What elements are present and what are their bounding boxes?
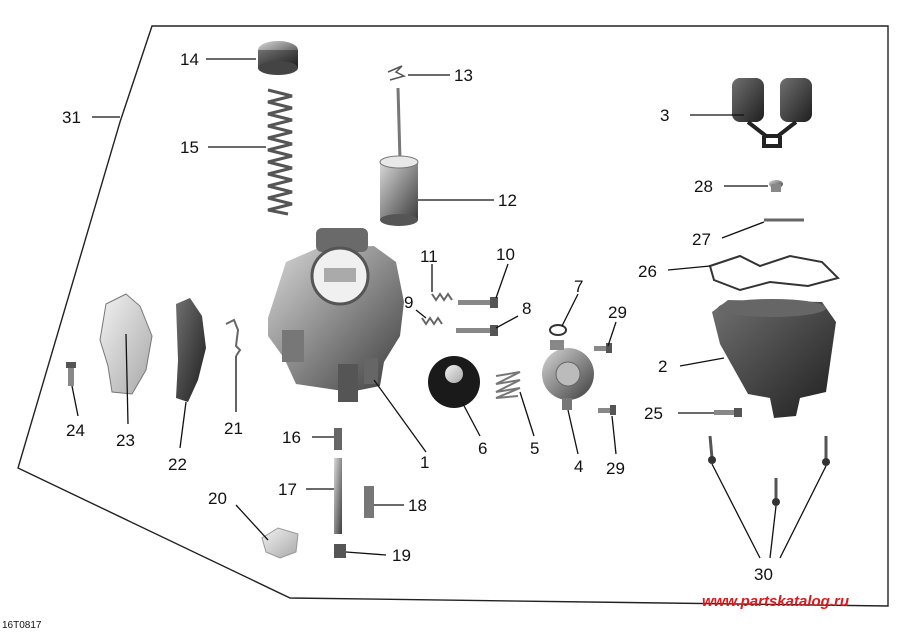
diaphragm-cover-shape — [542, 340, 594, 410]
callout-18[interactable]: 18 — [408, 496, 427, 515]
o-ring-shape — [549, 324, 567, 336]
callout-8[interactable]: 8 — [522, 299, 531, 318]
part-drawings — [66, 41, 840, 559]
bowl-screws-shape — [708, 435, 828, 500]
callout-22[interactable]: 22 — [168, 455, 187, 474]
callout-23[interactable]: 23 — [116, 431, 135, 450]
drain-screw-shape — [714, 408, 742, 417]
kit-outline-border — [17, 25, 889, 607]
small-springs-shape — [421, 292, 453, 326]
cap-shape — [258, 41, 298, 75]
lever-spring-shape — [225, 318, 242, 357]
slide-spring-shape — [267, 88, 293, 216]
watermark: www.partskatalog.ru — [702, 593, 849, 610]
diaphragm-shape — [428, 356, 480, 408]
callout-2[interactable]: 2 — [658, 357, 667, 376]
screws-shape — [456, 297, 498, 336]
callout-9[interactable]: 9 — [404, 293, 413, 312]
callout-28[interactable]: 28 — [694, 177, 713, 196]
float-shape — [732, 78, 812, 148]
callout-15[interactable]: 15 — [180, 138, 199, 157]
jets-shape — [334, 428, 374, 558]
callout-13[interactable]: 13 — [454, 66, 473, 85]
callouts: 14 15 13 12 3 28 27 26 2 25 30 31 11 10 … — [62, 50, 773, 584]
callout-14[interactable]: 14 — [180, 50, 199, 69]
callout-6[interactable]: 6 — [478, 439, 487, 458]
callout-7[interactable]: 7 — [574, 277, 583, 296]
callout-26[interactable]: 26 — [638, 262, 657, 281]
throttle-slide-shape — [379, 155, 419, 226]
throttle-lever-shape — [176, 298, 206, 402]
callout-3[interactable]: 3 — [660, 106, 669, 125]
diagram-code: 16T0817 — [2, 620, 42, 631]
carburetor-body-shape — [268, 228, 404, 402]
callout-5[interactable]: 5 — [530, 439, 539, 458]
nozzle-cap-shape — [261, 527, 299, 559]
callout-4[interactable]: 4 — [574, 457, 583, 476]
callout-12[interactable]: 12 — [498, 191, 517, 210]
callout-27[interactable]: 27 — [692, 230, 711, 249]
callout-25[interactable]: 25 — [644, 404, 663, 423]
bracket-screw-shape — [66, 362, 76, 386]
callout-20[interactable]: 20 — [208, 489, 227, 508]
callout-11[interactable]: 11 — [420, 247, 438, 266]
cover-screws-shape — [594, 343, 616, 415]
callout-10[interactable]: 10 — [496, 245, 515, 264]
leader-lines — [71, 58, 827, 559]
callout-16[interactable]: 16 — [282, 428, 301, 447]
callout-1[interactable]: 1 — [420, 453, 429, 472]
bowl-gasket-shape — [708, 254, 840, 292]
diaphragm-spring-shape — [495, 371, 521, 399]
callout-31[interactable]: 31 — [62, 108, 81, 127]
float-bowl-shape — [712, 299, 836, 418]
callout-29-lower[interactable]: 29 — [606, 459, 625, 478]
callout-30[interactable]: 30 — [754, 565, 773, 584]
callout-21[interactable]: 21 — [224, 419, 243, 438]
callout-19[interactable]: 19 — [392, 546, 411, 565]
callout-29-upper[interactable]: 29 — [608, 303, 627, 322]
needle-shape — [387, 65, 407, 161]
float-valve-shape — [769, 180, 783, 192]
callout-17[interactable]: 17 — [278, 480, 297, 499]
callout-24[interactable]: 24 — [66, 421, 85, 440]
